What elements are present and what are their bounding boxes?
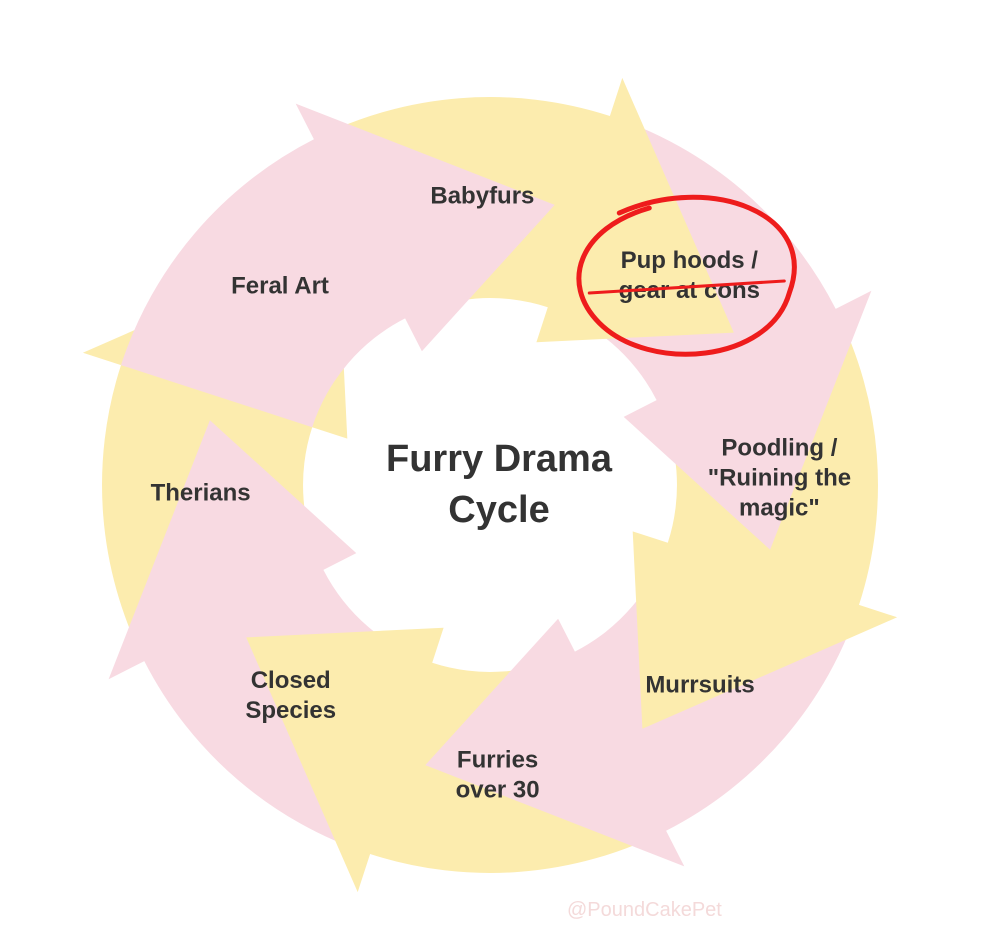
stage-label-line: magic" — [739, 494, 820, 521]
stage-label-line: Poodling / — [721, 434, 837, 461]
annotation-strikethrough — [587, 279, 786, 295]
stage-label-line: Species — [245, 697, 336, 724]
stage-label-therians: Therians — [151, 480, 251, 507]
red-circle-annotation — [576, 194, 797, 357]
stage-label-line: Closed — [251, 667, 331, 694]
stage-label-furries-over-30: Furries over 30 — [456, 746, 540, 803]
diagram-title-line-2: Cycle — [448, 489, 549, 531]
stage-label-line: Feral Art — [231, 273, 329, 300]
cycle-arrows — [82, 77, 898, 893]
stage-label-line: "Ruining the — [708, 464, 851, 491]
stage-label-line: over 30 — [456, 776, 540, 803]
stage-label-babyfurs: Babyfurs — [430, 183, 534, 210]
stage-label-line: Murrsuits — [645, 671, 754, 698]
stage-label-line: Furries — [457, 746, 538, 773]
stage-label-line: Therians — [151, 480, 251, 507]
stage-label-feral-art: Feral Art — [231, 273, 329, 300]
arrow-segment-feral-art — [121, 103, 555, 428]
stage-label-line: Babyfurs — [430, 183, 534, 210]
stage-label-line: Pup hoods / — [621, 247, 759, 274]
stage-label-poodling: Poodling / "Ruining the magic" — [708, 434, 851, 521]
stage-label-murrsuits: Murrsuits — [645, 671, 754, 698]
diagram-title-line-1: Furry Drama — [386, 438, 613, 480]
annotation-circle — [576, 194, 797, 357]
watermark: @PoundCakePet — [567, 899, 722, 921]
